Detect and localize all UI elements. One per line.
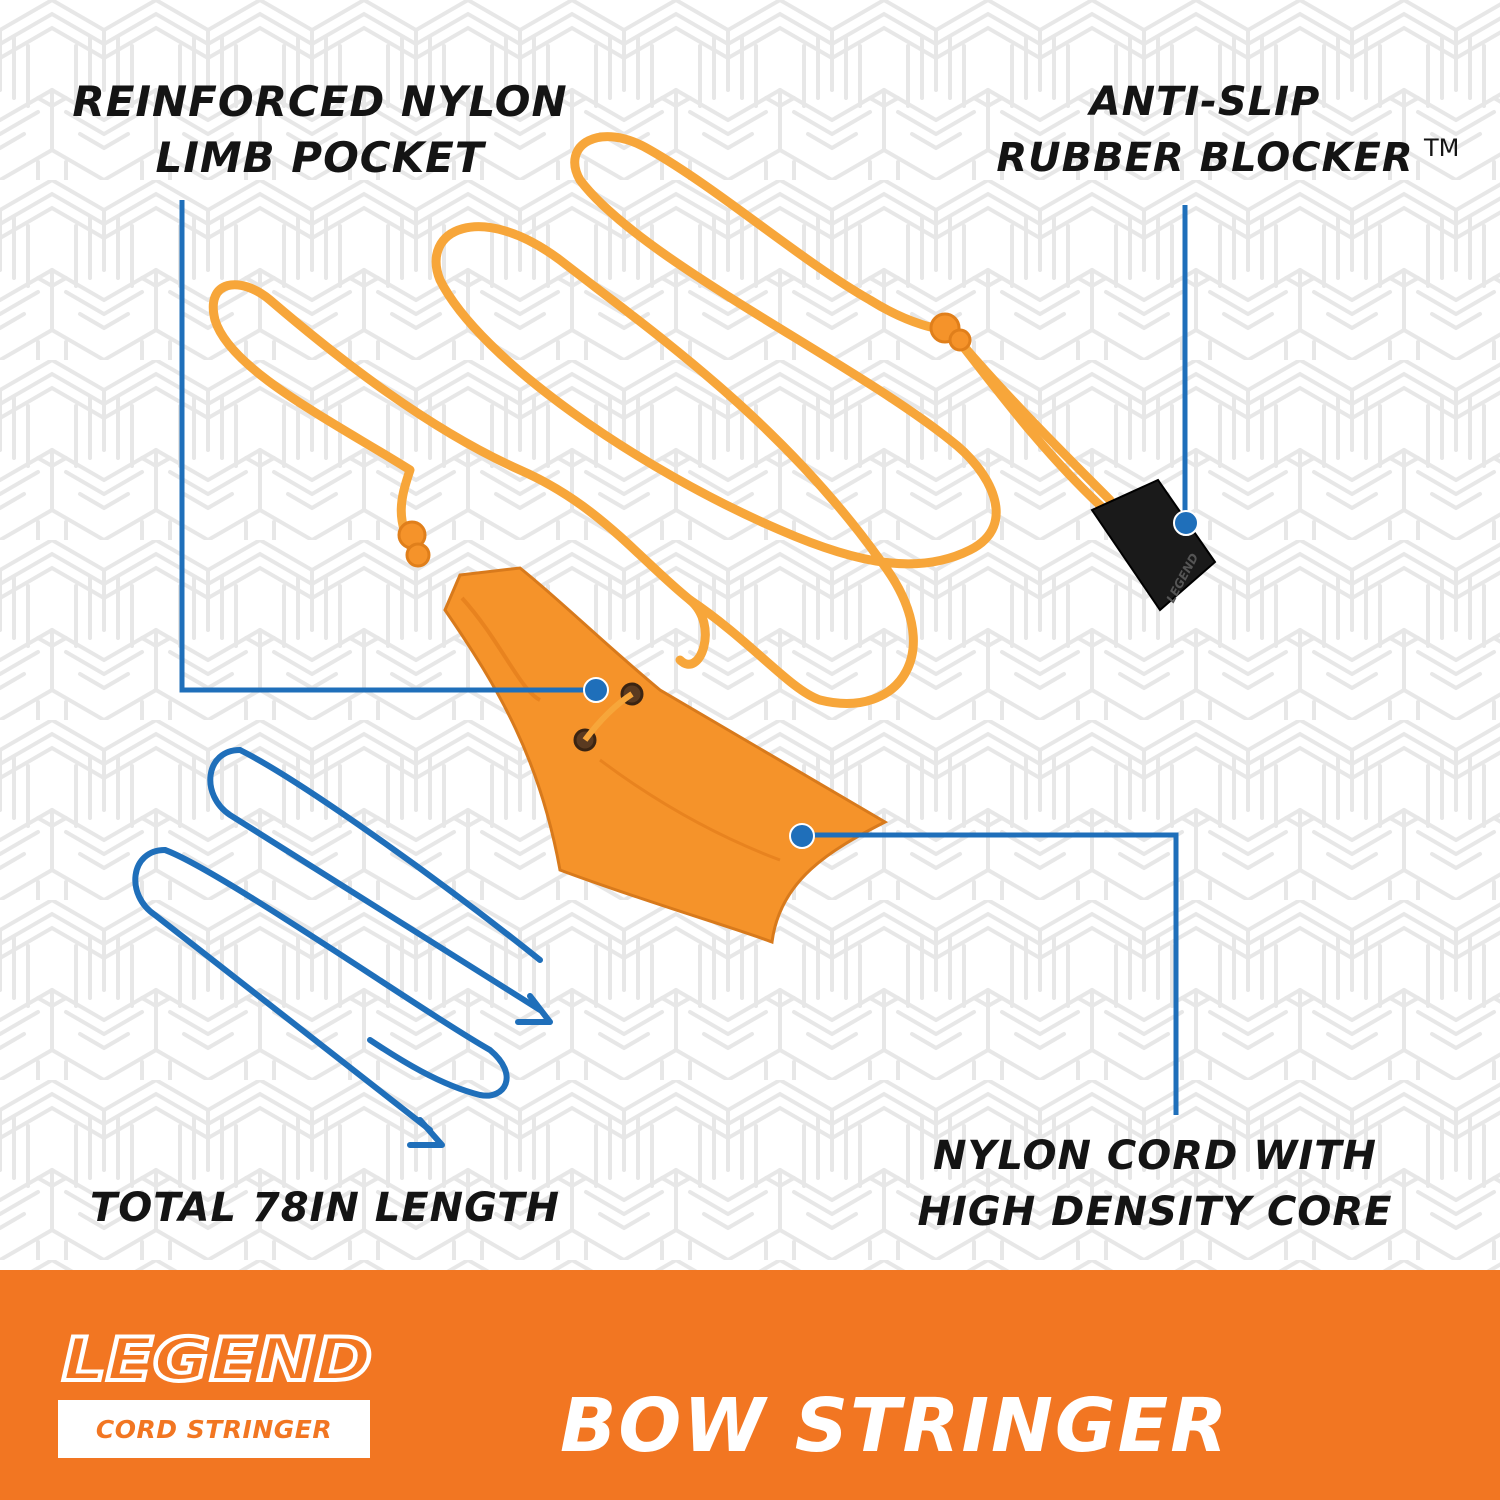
cord-stringer-illustration: LEGEND — [132, 132, 1217, 1148]
brand-subtitle: CORD STRINGER — [95, 1414, 333, 1444]
callout-blocker-line-2: RUBBER BLOCKER — [996, 135, 1414, 181]
cord-knot-icon — [397, 312, 972, 568]
product-title: BOW STRINGER — [560, 1382, 1230, 1469]
hexagon-pattern-background — [0, 0, 1500, 1270]
callout-pocket-line-1: REINFORCED NYLON — [72, 77, 568, 126]
callout-length-text: TOTAL 78in LENGTH — [90, 1185, 560, 1231]
trademark-symbol: TM — [1424, 134, 1460, 162]
callout-label-nylon-cord: NYLON CORD WITH HIGH DENSITY CORE — [870, 1128, 1440, 1240]
footer-banner: LEGEND CORD STRINGER BOW STRINGER — [0, 1270, 1500, 1500]
nylon-cord — [208, 132, 1115, 708]
callout-blocker-line-1: ANTI-SLIP — [1089, 79, 1321, 125]
callout-label-limb-pocket: REINFORCED NYLON LIMB POCKET — [40, 74, 600, 186]
callout-label-rubber-blocker: ANTI-SLIP RUBBER BLOCKER — [950, 74, 1460, 186]
limb-pocket — [443, 566, 889, 945]
callout-dot-icon — [583, 510, 1199, 849]
callout-pocket-line-2: LIMB POCKET — [155, 133, 485, 182]
brand-subtitle-box: CORD STRINGER — [58, 1400, 370, 1458]
callout-cord-line-2: HIGH DENSITY CORE — [917, 1189, 1393, 1235]
legend-logo-text: LEGEND — [62, 1325, 372, 1392]
legend-logo: LEGEND — [60, 1324, 374, 1392]
callout-cord-line-1: NYLON CORD WITH — [933, 1133, 1377, 1179]
length-loop-icon — [132, 747, 553, 1148]
callout-label-length: TOTAL 78in LENGTH — [40, 1180, 610, 1236]
callout-lines — [179, 200, 1188, 1115]
